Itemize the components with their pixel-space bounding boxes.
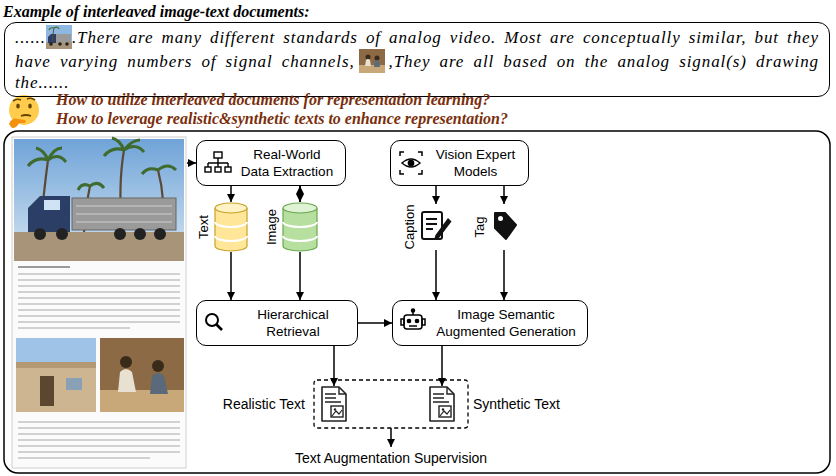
flow-arrow <box>503 250 505 300</box>
process-box: Image Semantic Augmented Generation <box>392 300 588 346</box>
database-node: Text <box>214 202 248 252</box>
question-text: How to utilize interleaved documents for… <box>56 91 490 109</box>
question-text: How to leverage realistic&synthetic text… <box>56 110 508 128</box>
document-icon: Synthetic Text <box>429 386 455 422</box>
input-arrow <box>187 162 196 164</box>
icon-label: Synthetic Text <box>473 396 560 412</box>
icon-label: Realistic Text <box>223 396 305 412</box>
caption-icon: Caption <box>420 204 452 250</box>
flow-arrow <box>435 250 437 300</box>
output-arrow <box>390 428 392 447</box>
paragraph-text: ...... <box>15 28 46 47</box>
icon-label: Text <box>196 215 211 239</box>
output-label: Text Augmentation Supervision <box>295 450 487 466</box>
hierarchy-icon <box>205 152 231 172</box>
eye-icon <box>400 152 422 174</box>
box-label: Image Semantic Augmented Generation <box>435 306 577 340</box>
flow-arrow <box>230 186 232 202</box>
box-label: Hierarchical Retrieval <box>253 306 333 340</box>
icon-label: Caption <box>402 205 417 250</box>
process-box: Real-World Data Extraction <box>196 140 346 186</box>
database-cylinder <box>282 202 318 252</box>
icon-label: Tag <box>472 217 487 238</box>
flow-arrow <box>299 186 301 202</box>
icon-label: Image <box>264 209 279 245</box>
pipeline-frame <box>4 131 830 473</box>
caption-symbol <box>420 204 452 250</box>
flow-arrow <box>358 322 392 324</box>
dashed-group <box>314 380 468 428</box>
tag-symbol <box>490 204 518 250</box>
thinking-emoji <box>9 95 39 128</box>
flow-arrow <box>333 346 335 386</box>
flow-arrow <box>435 186 437 204</box>
document-icon: Realistic Text <box>321 386 347 422</box>
process-box: Vision Expert Models <box>390 140 529 186</box>
process-box: Hierarchical Retrieval <box>196 300 358 346</box>
paragraph: ...... .There are many different standar… <box>15 25 819 93</box>
box-label: Vision Expert Models <box>435 146 517 180</box>
box-label: Real-World Data Extraction <box>239 146 335 180</box>
inline-photo <box>359 49 385 73</box>
database-node: Image <box>282 202 318 252</box>
document-symbol <box>429 386 455 422</box>
database-cylinder <box>214 202 248 252</box>
flow-arrow <box>299 252 301 300</box>
flow-arrow <box>299 186 301 202</box>
magnifier-icon <box>206 314 222 330</box>
robot-icon <box>401 309 425 329</box>
flow-arrow <box>441 346 443 386</box>
tag-icon: Tag <box>490 204 518 250</box>
box-heading: Example of interleaved image-text docume… <box>3 3 310 21</box>
document-illustration <box>12 137 186 468</box>
example-document-box: Example of interleaved image-text docume… <box>4 22 830 97</box>
flow-arrow <box>230 252 232 300</box>
document-symbol <box>321 386 347 422</box>
flow-arrow <box>503 186 505 204</box>
inline-photo <box>46 25 72 49</box>
